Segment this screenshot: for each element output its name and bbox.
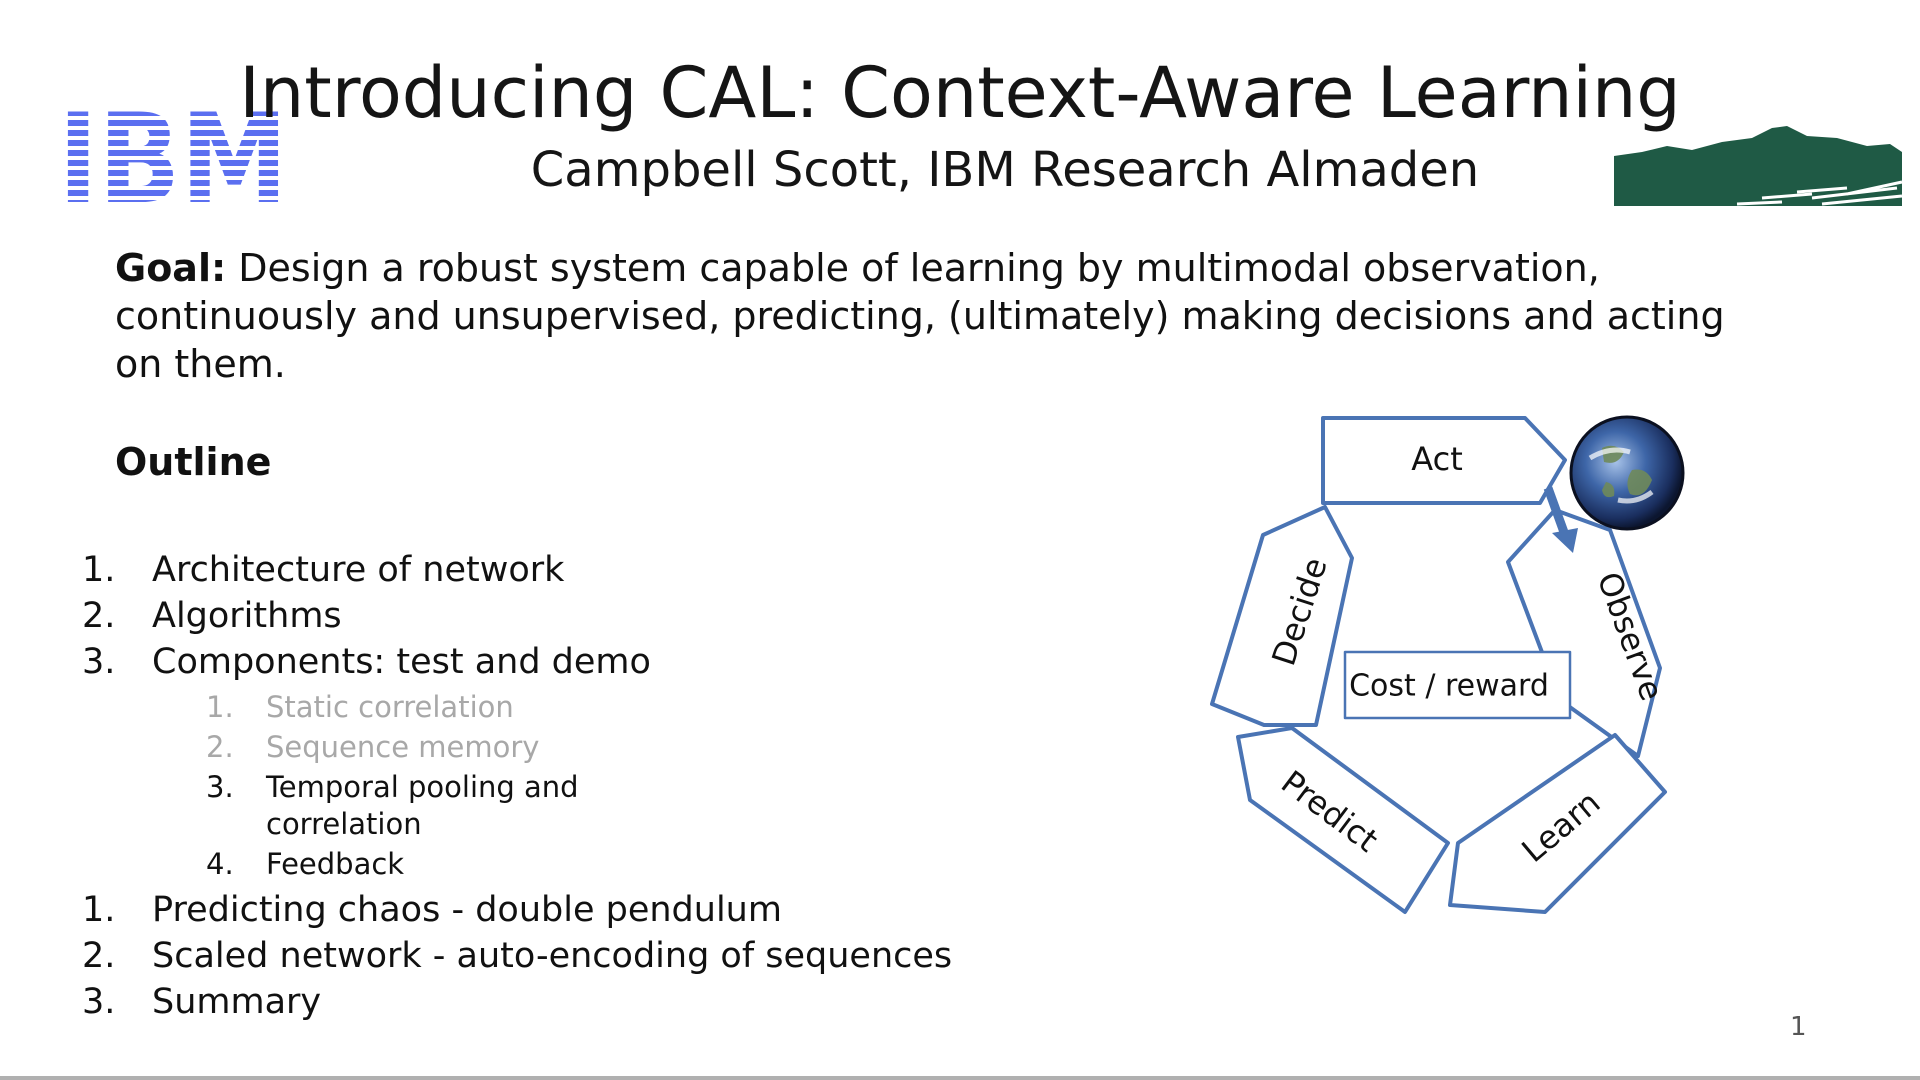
- bottom-divider: [0, 1076, 1920, 1080]
- observe-arrow-head: [1552, 528, 1578, 553]
- mountain-logo: [1614, 126, 1903, 206]
- predict-segment: [1236, 726, 1450, 914]
- slide-title: Introducing CAL: Context-Aware Learning: [239, 52, 1681, 134]
- goal-text: Design a robust system capable of learni…: [115, 246, 1725, 386]
- ibm-logo-text: IBM: [58, 110, 288, 206]
- act-label: Act: [1411, 440, 1462, 478]
- goal-label: Goal:: [115, 246, 227, 290]
- act-segment: [1321, 416, 1567, 505]
- learn-segment: [1448, 733, 1667, 914]
- cycle-diagram: Act Observe Learn Predict Decide Cost / …: [1210, 415, 1685, 914]
- cost-reward-label: Cost / reward: [1349, 669, 1549, 704]
- cost-reward-box: [1343, 650, 1572, 720]
- earth-globe: [1569, 415, 1685, 531]
- slide-subtitle: Campbell Scott, IBM Research Almaden: [530, 142, 1480, 198]
- goal-paragraph: Goal: Design a robust system capable of …: [115, 244, 1755, 388]
- outline-heading: Outline: [115, 440, 272, 484]
- observe-arrow-shaft: [1543, 486, 1570, 537]
- observe-segment: [1506, 508, 1662, 758]
- ibm-logo: IBM: [58, 110, 288, 206]
- decide-segment: [1210, 505, 1354, 727]
- page-number: 1: [1790, 1012, 1807, 1042]
